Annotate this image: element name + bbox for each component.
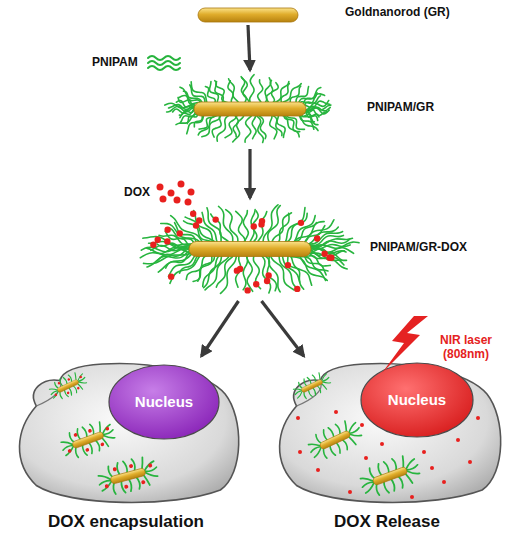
dox-icon <box>157 181 195 206</box>
drug-loaded-rod-shape <box>135 200 365 298</box>
nucleus-label: Nucleus <box>108 364 220 440</box>
cell: NucleusDOX Release <box>268 358 506 508</box>
nucleus: Nucleus <box>108 364 220 440</box>
annotation-label: DOX <box>124 186 158 200</box>
pnipam-icon <box>148 56 180 70</box>
annotation-label: PNIPAM <box>92 56 152 70</box>
polymer-coated-rod-shape <box>160 72 340 146</box>
node-label: DOX encapsulation <box>8 512 244 532</box>
nucleus-label: Nucleus <box>360 362 474 438</box>
cell: NucleusDOX encapsulation <box>8 358 244 508</box>
node-label: PNIPAM/GR-DOX <box>370 241 510 255</box>
nucleus: Nucleus <box>360 362 474 438</box>
nanorod-node-shape <box>198 8 298 22</box>
polymer-coated-rod: PNIPAM/GR <box>160 72 340 146</box>
annotation-label: NIR laser (808nm) <box>426 334 506 362</box>
node-label: Goldnanorod (GR) <box>345 6 485 20</box>
node-label: PNIPAM/GR <box>367 101 487 115</box>
drug-loaded-rod: PNIPAM/GR-DOX <box>135 200 365 298</box>
process-arrow <box>248 149 251 198</box>
nanorod-node: Goldnanorod (GR) <box>198 8 298 22</box>
process-arrow <box>202 301 239 356</box>
process-arrow <box>248 25 250 70</box>
process-arrow <box>262 301 304 356</box>
node-label: DOX Release <box>268 512 506 532</box>
